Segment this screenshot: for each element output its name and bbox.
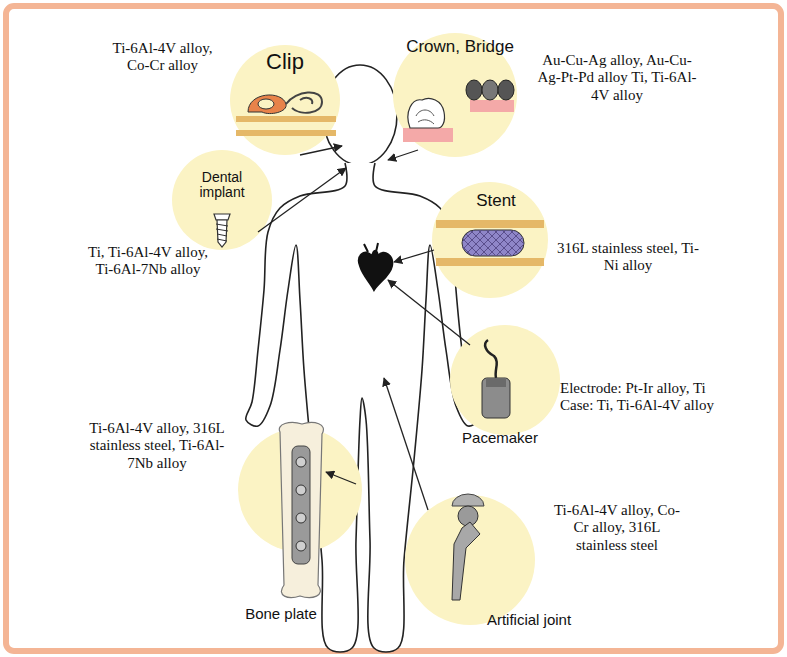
heading-slot: Artificial joint [474,612,584,629]
part-name: Artificial joint [474,612,584,629]
pacemaker-illustration [482,340,510,418]
heading-slot: Crown, Bridge [402,38,518,57]
circle-fill [393,33,517,157]
circle-fill [450,325,560,435]
artificial-joint-illustration [452,494,484,600]
material-list: 316L stainless steel, Ti-Ni alloy [553,240,703,275]
materials-slot: Ti-6Al-4V alloy, Co-Cr alloy [100,40,225,75]
clip-circle: ClipTi-6Al-4V alloy, Co-Cr alloy [230,45,340,155]
pacemaker-circle: PacemakerElectrode: Pt-Ir alloy, Ti Case… [450,325,560,435]
part-name: Crown, Bridge [402,38,518,57]
materials-slot: 316L stainless steel, Ti-Ni alloy [553,240,703,275]
heading-slot: Pacemaker [455,430,545,447]
materials-slot: Ti, Ti-6Al-4V alloy, Ti-6Al-7Nb alloy [88,244,208,279]
heart [359,243,392,290]
circle-fill [230,45,340,155]
stent-illustration [436,220,544,266]
materials-slot: Au-Cu-Ag alloy, Au-Cu-Ag-Pt-Pd alloy Ti,… [532,52,702,104]
materials-slot: Ti-6Al-4V alloy, Co-Cr alloy, 316L stain… [550,502,684,554]
crown-bridge-circle: Crown, BridgeAu-Cu-Ag alloy, Au-Cu-Ag-Pt… [393,33,517,157]
part-name: Clip [260,50,310,74]
part-name: Stent [468,192,524,211]
crown-bridge-illustration [403,80,514,142]
leader-arrows [258,146,470,510]
materials-slot: Electrode: Pt-Ir alloy, Ti Case: Ti, Ti-… [560,380,740,415]
stent-circle: Stent316L stainless steel, Ti-Ni alloy [432,182,548,298]
part-name: Dental implant [187,170,257,201]
material-list: Ti-6Al-4V alloy, 316L stainless steel, T… [88,420,226,472]
clip-illustration [236,92,336,136]
circle-outline [450,325,560,435]
heading-slot: Clip [260,50,310,74]
artificial-joint-circle: Artificial jointTi-6Al-4V alloy, Co-Cr a… [405,495,535,625]
material-list: Ti, Ti-6Al-4V alloy, Ti-6Al-7Nb alloy [88,244,208,279]
part-name: Bone plate [236,606,326,623]
material-list: Ti-6Al-4V alloy, Co-Cr alloy [100,40,225,75]
circle-fill [238,428,362,552]
circle-fill [432,182,548,298]
dental-implant-illustration [214,214,230,247]
heading-slot: Stent [468,192,524,211]
circle-fill [172,150,272,250]
material-list: Electrode: Pt-Ir alloy, Ti Case: Ti, Ti-… [560,380,740,415]
bone-plate-illustration [279,422,323,597]
circle-fill [405,495,535,625]
materials-slot: Ti-6Al-4V alloy, 316L stainless steel, T… [88,420,226,472]
circle-outline [405,495,535,625]
material-list: Au-Cu-Ag alloy, Au-Cu-Ag-Pt-Pd alloy Ti,… [532,52,702,104]
heading-slot: Bone plate [236,606,326,623]
heading-slot: Dental implant [187,170,257,201]
part-name: Pacemaker [455,430,545,447]
bone-plate-circle: Bone plateTi-6Al-4V alloy, 316L stainles… [238,428,362,552]
material-list: Ti-6Al-4V alloy, Co-Cr alloy, 316L stain… [550,502,684,554]
dental-implant-circle: Dental implantTi, Ti-6Al-4V alloy, Ti-6A… [172,150,272,250]
circle-outline [238,428,362,552]
